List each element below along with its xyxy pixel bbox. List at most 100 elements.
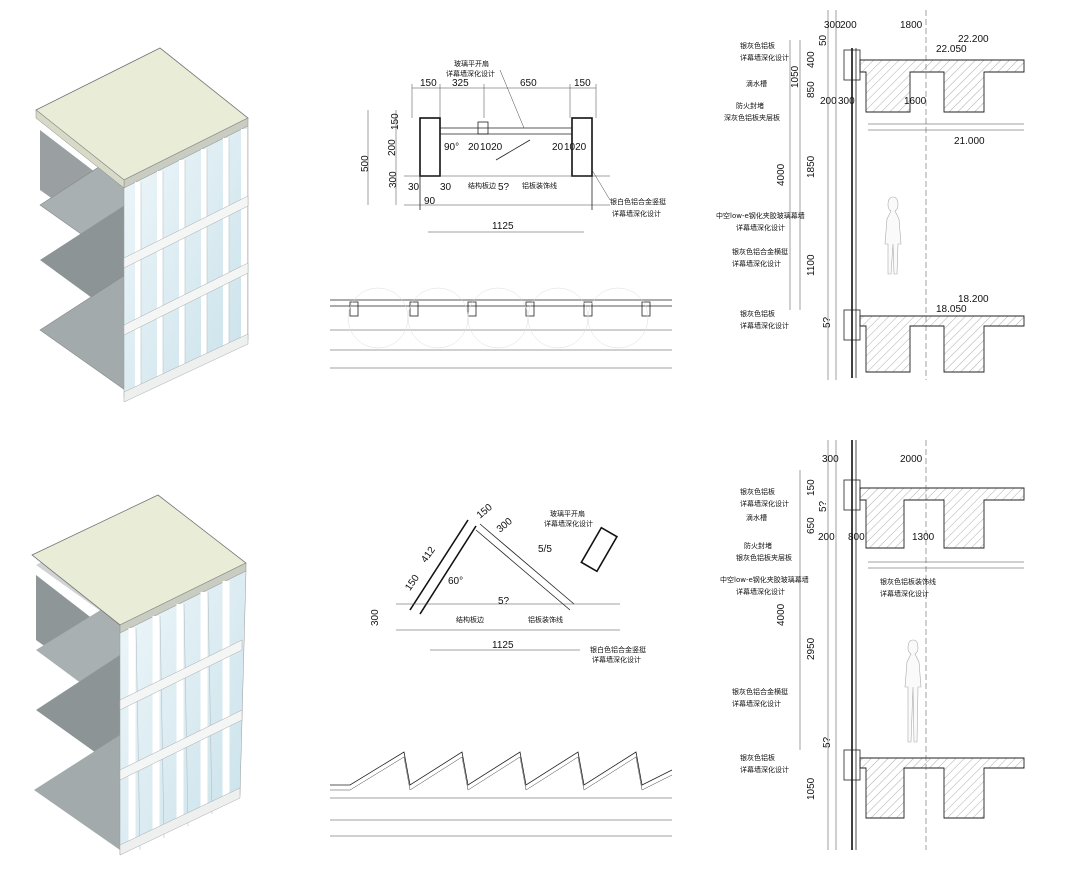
base-b-band <box>119 787 241 856</box>
dim-b-angle: 60° <box>448 576 463 587</box>
dim-bottom-1: 30 <box>408 182 420 193</box>
sec-note-5: 中空low-e钢化夹胶玻璃幕墙 <box>716 211 805 220</box>
sec-b-side-3: 650 <box>806 517 817 534</box>
dim-inner-1: 20 <box>468 142 480 153</box>
sec-b-side-6: 1300 <box>912 532 935 543</box>
sec-b-note-1: 详幕墙深化设计 <box>740 499 789 508</box>
dim-b-4: 5/5 <box>538 544 552 555</box>
elevation-strip-flat <box>330 287 672 369</box>
label-mullion-note: 详幕墙深化设计 <box>612 209 661 218</box>
spandrel-2 <box>123 262 249 336</box>
sec-side-10: 1100 <box>806 254 817 276</box>
sec-b-side-9: 5? <box>822 736 833 748</box>
facade-b-fins <box>128 581 230 850</box>
sec-side-11: 5? <box>822 316 833 328</box>
level-5: 18.050 <box>936 304 967 315</box>
dim-span: 1125 <box>492 221 514 232</box>
level-2: 22.050 <box>936 44 967 55</box>
sec-b-note-9: 银灰色铝合金横挺 <box>732 687 788 696</box>
sec-b-side-8: 2950 <box>806 637 817 660</box>
label-b-glass: 玻璃平开扇 <box>550 509 585 518</box>
label-fin: 铝板装饰线 <box>522 181 557 190</box>
human-figure-b <box>904 639 922 743</box>
sec-side-1: 50 <box>818 34 829 46</box>
sec-top-dim-1: 300 <box>824 20 841 31</box>
sec-note-6: 详幕墙深化设计 <box>736 223 785 232</box>
sec-top-dim-3: 1800 <box>900 20 923 31</box>
sec-note-0: 银灰色铝板 <box>740 41 775 50</box>
label-b-mullion: 银白色铝合金竖挺 <box>590 645 646 654</box>
plan-detail-sawtooth: 150 300 412 5/5 150 300 60° 5? 1125 玻璃平开… <box>370 502 646 664</box>
dim-b-1: 150 <box>475 502 495 521</box>
sec-b-note-3: 防火封堵 <box>744 541 772 550</box>
sec-side-8: 1850 <box>806 155 817 178</box>
facade-mullions <box>135 129 247 392</box>
label-b-glass-note: 详幕墙深化设计 <box>544 519 593 528</box>
sec-b-note-5: 中空low-e钢化夹胶玻璃幕墙 <box>720 575 809 584</box>
sec-b-side-2: 5? <box>818 500 829 512</box>
dim-left-3: 300 <box>388 171 399 188</box>
spandrel-b-1 <box>119 639 243 711</box>
human-figure <box>884 196 902 275</box>
sec-b-note-0: 银灰色铝板 <box>740 487 775 496</box>
sec-note-3: 防火封堵 <box>736 101 764 110</box>
slab-upper <box>859 59 1025 113</box>
dim-top-3: 650 <box>520 78 537 89</box>
slab-b-lower <box>859 757 1025 819</box>
sec-b-note-6: 详幕墙深化设计 <box>736 587 785 596</box>
dim-mid: 5? <box>498 182 510 193</box>
sec-side-3: 1050 <box>790 65 801 88</box>
sec-b-note-8: 详幕墙深化设计 <box>880 589 929 598</box>
dim-angle: 90° <box>444 142 459 153</box>
spandrel-1 <box>123 195 249 269</box>
level-3: 21.000 <box>954 136 985 147</box>
slab-b-upper <box>859 487 1025 549</box>
dim-top-1: 150 <box>420 78 437 89</box>
sec-b-note-7: 银灰色铝板装饰线 <box>880 577 936 586</box>
axonometric-flat-facade <box>35 47 249 403</box>
sec-b-note-4: 银灰色铝板夹层板 <box>736 553 792 562</box>
dim-b-5: 150 <box>403 573 422 593</box>
sec-side-6: 300 <box>838 96 855 107</box>
sec-b-dim-top-1: 300 <box>822 454 839 465</box>
dim-b-6: 300 <box>370 609 381 626</box>
sec-side-4: 850 <box>806 81 817 98</box>
sec-note-9: 银灰色铝板 <box>740 309 775 318</box>
label-structure: 结构板边 <box>468 181 496 190</box>
base-band <box>123 333 249 403</box>
sec-note-10: 详幕墙深化设计 <box>740 321 789 330</box>
label-glass: 玻璃平开扇 <box>454 59 489 68</box>
dim-b-mid: 5? <box>498 596 510 607</box>
sec-note-7: 银灰色铝合金横挺 <box>732 247 788 256</box>
spandrel-b-2 <box>119 709 243 781</box>
sec-b-side-1: 150 <box>806 479 817 496</box>
label-b-structure: 结构板边 <box>456 615 484 624</box>
dim-inner-3: 20 <box>552 142 564 153</box>
sec-note-8: 详幕墙深化设计 <box>732 259 781 268</box>
sec-note-4: 深灰色铝板夹层板 <box>724 113 780 122</box>
dim-left-1: 150 <box>390 113 401 130</box>
sec-b-note-10: 详幕墙深化设计 <box>732 699 781 708</box>
level-4: 18.200 <box>958 294 989 305</box>
sec-side-7: 1600 <box>904 96 927 107</box>
label-mullion: 银白色铝合金竖挺 <box>610 197 666 206</box>
dim-top-2: 325 <box>452 78 469 89</box>
dim-b-2: 300 <box>495 516 515 535</box>
label-b-mullion-note: 详幕墙深化设计 <box>592 655 641 664</box>
dim-b-span: 1125 <box>492 640 514 651</box>
label-b-fin: 铝板装饰线 <box>528 615 563 624</box>
slab-lower <box>859 315 1025 373</box>
dim-bottom-2: 30 <box>440 182 452 193</box>
elevation-strip-sawtooth <box>330 751 673 837</box>
dim-left-4: 500 <box>360 155 371 172</box>
sec-b-note-2: 滴水槽 <box>746 513 767 522</box>
sec-top-dim-2: 200 <box>840 20 857 31</box>
sec-b-side-4: 200 <box>818 532 835 543</box>
sec-note-2: 滴水槽 <box>746 79 767 88</box>
sec-b-side-5: 800 <box>848 532 865 543</box>
sec-side-9: 4000 <box>776 163 787 186</box>
axonometric-sawtooth-facade <box>31 494 247 856</box>
sec-note-1: 详幕墙深化设计 <box>740 53 789 62</box>
wall-section-flat: 300 200 1800 50 400 1050 850 200 300 160… <box>716 10 1025 380</box>
